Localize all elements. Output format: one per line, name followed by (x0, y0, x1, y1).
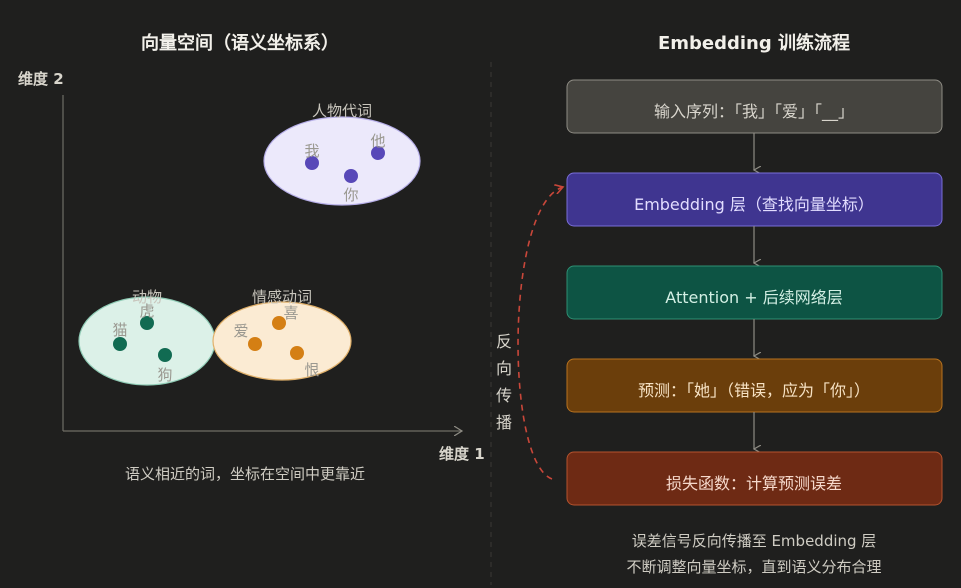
cluster-pronouns: 人物代词 我 他 你 (263, 102, 421, 206)
flow-step-prediction: 预测：「她」（错误，应为「你」） (566, 358, 943, 413)
cluster-animals-label: 动物 (132, 288, 162, 306)
backprop-label-3: 传 (496, 386, 512, 405)
backprop-arrow (517, 187, 563, 480)
left-title: 向量空间（语义坐标系） (141, 32, 339, 54)
cluster-pronouns-label: 人物代词 (312, 102, 372, 120)
cluster-emotions: 情感动词 爱 喜 恨 (212, 288, 352, 381)
flow-step-attention: Attention + 后续网络层 (566, 265, 943, 320)
point-ta (371, 146, 385, 160)
word-gou: 狗 (157, 366, 172, 384)
flow-step-input-text: 输入序列：「我」「爱」「__」 (654, 102, 854, 122)
word-ta: 他 (370, 132, 385, 150)
point-hu (140, 316, 154, 330)
x-axis-label: 维度 1 (439, 445, 485, 463)
word-wo: 我 (304, 142, 319, 160)
left-caption: 语义相近的词，坐标在空间中更靠近 (125, 465, 365, 483)
flow-step-embedding-text: Embedding 层（查找向量坐标） (634, 195, 874, 214)
point-hen (290, 346, 304, 360)
right-caption-line-1: 误差信号反向传播至 Embedding 层 (632, 532, 877, 550)
word-hen: 恨 (304, 361, 319, 379)
cluster-pronouns-region (263, 116, 421, 206)
word-xi: 喜 (283, 304, 298, 322)
point-mao (113, 337, 127, 351)
right-title: Embedding 训练流程 (658, 32, 850, 54)
point-wo (305, 156, 319, 170)
cluster-emotions-region (212, 301, 352, 381)
point-xi (272, 316, 286, 330)
y-axis-label: 维度 2 (18, 70, 64, 88)
point-ni (344, 169, 358, 183)
flow-step-loss-text: 损失函数：计算预测误差 (666, 474, 842, 493)
backprop-label-1: 反 (496, 332, 512, 351)
cluster-emotions-label: 情感动词 (252, 288, 312, 306)
flow-step-loss-box (566, 451, 943, 506)
word-hu: 虎 (139, 302, 154, 320)
word-ai: 爱 (233, 322, 248, 340)
point-ai (248, 337, 262, 351)
flow-step-embedding: Embedding 层（查找向量坐标） (566, 172, 943, 227)
right-caption-line-2: 不断调整向量坐标，直到语义分布合理 (626, 558, 881, 576)
backprop-label-4: 播 (496, 413, 512, 432)
flow-step-input: 输入序列：「我」「爱」「__」 (566, 79, 943, 134)
flow-step-prediction-text: 预测：「她」（错误，应为「你」） (638, 381, 870, 400)
word-ni: 你 (343, 186, 358, 204)
word-mao: 猫 (112, 321, 127, 339)
flow-step-loss: 损失函数：计算预测误差 (566, 451, 943, 506)
backprop-label-2: 向 (496, 359, 512, 378)
point-gou (158, 348, 172, 362)
flow-step-attention-text: Attention + 后续网络层 (665, 288, 842, 307)
cluster-animals: 动物 猫 虎 狗 (78, 288, 216, 386)
